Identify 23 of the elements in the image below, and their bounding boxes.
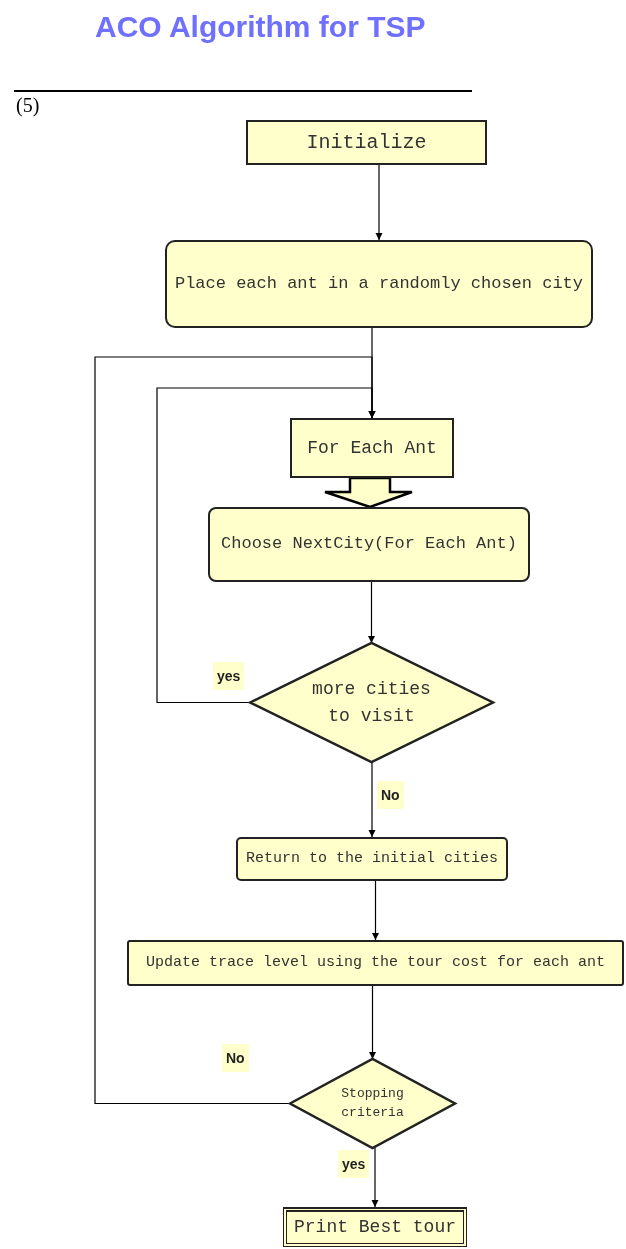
arrow <box>368 761 376 838</box>
edge-label: No <box>222 1044 249 1072</box>
arrow <box>369 985 376 1060</box>
edge-label: yes <box>338 1150 370 1178</box>
process-box: Choose NextCity(For Each Ant) <box>208 507 530 582</box>
process-box: Return to the initial cities <box>236 837 508 881</box>
block-arrow <box>323 476 414 509</box>
process-box: Update trace level using the tour cost for each ant <box>127 940 624 986</box>
arrow <box>371 1147 379 1208</box>
arrow <box>94 356 376 1105</box>
process-box: Place each ant in a randomly chosen city <box>165 240 593 328</box>
section-number: (5) <box>16 94 40 117</box>
decision-diamond: more cities to visit <box>250 643 493 762</box>
edge-label: No <box>377 781 404 809</box>
arrow <box>375 164 383 241</box>
process-box: For Each Ant <box>290 418 454 478</box>
arrow <box>368 581 375 644</box>
decision-diamond: Stopping criteria <box>290 1059 455 1148</box>
arrow <box>372 880 379 941</box>
process-box: Initialize <box>246 120 487 165</box>
terminal-box: Print Best tour <box>283 1207 467 1247</box>
edge-label: yes <box>213 662 245 690</box>
title: ACO Algorithm for TSP <box>95 10 426 44</box>
